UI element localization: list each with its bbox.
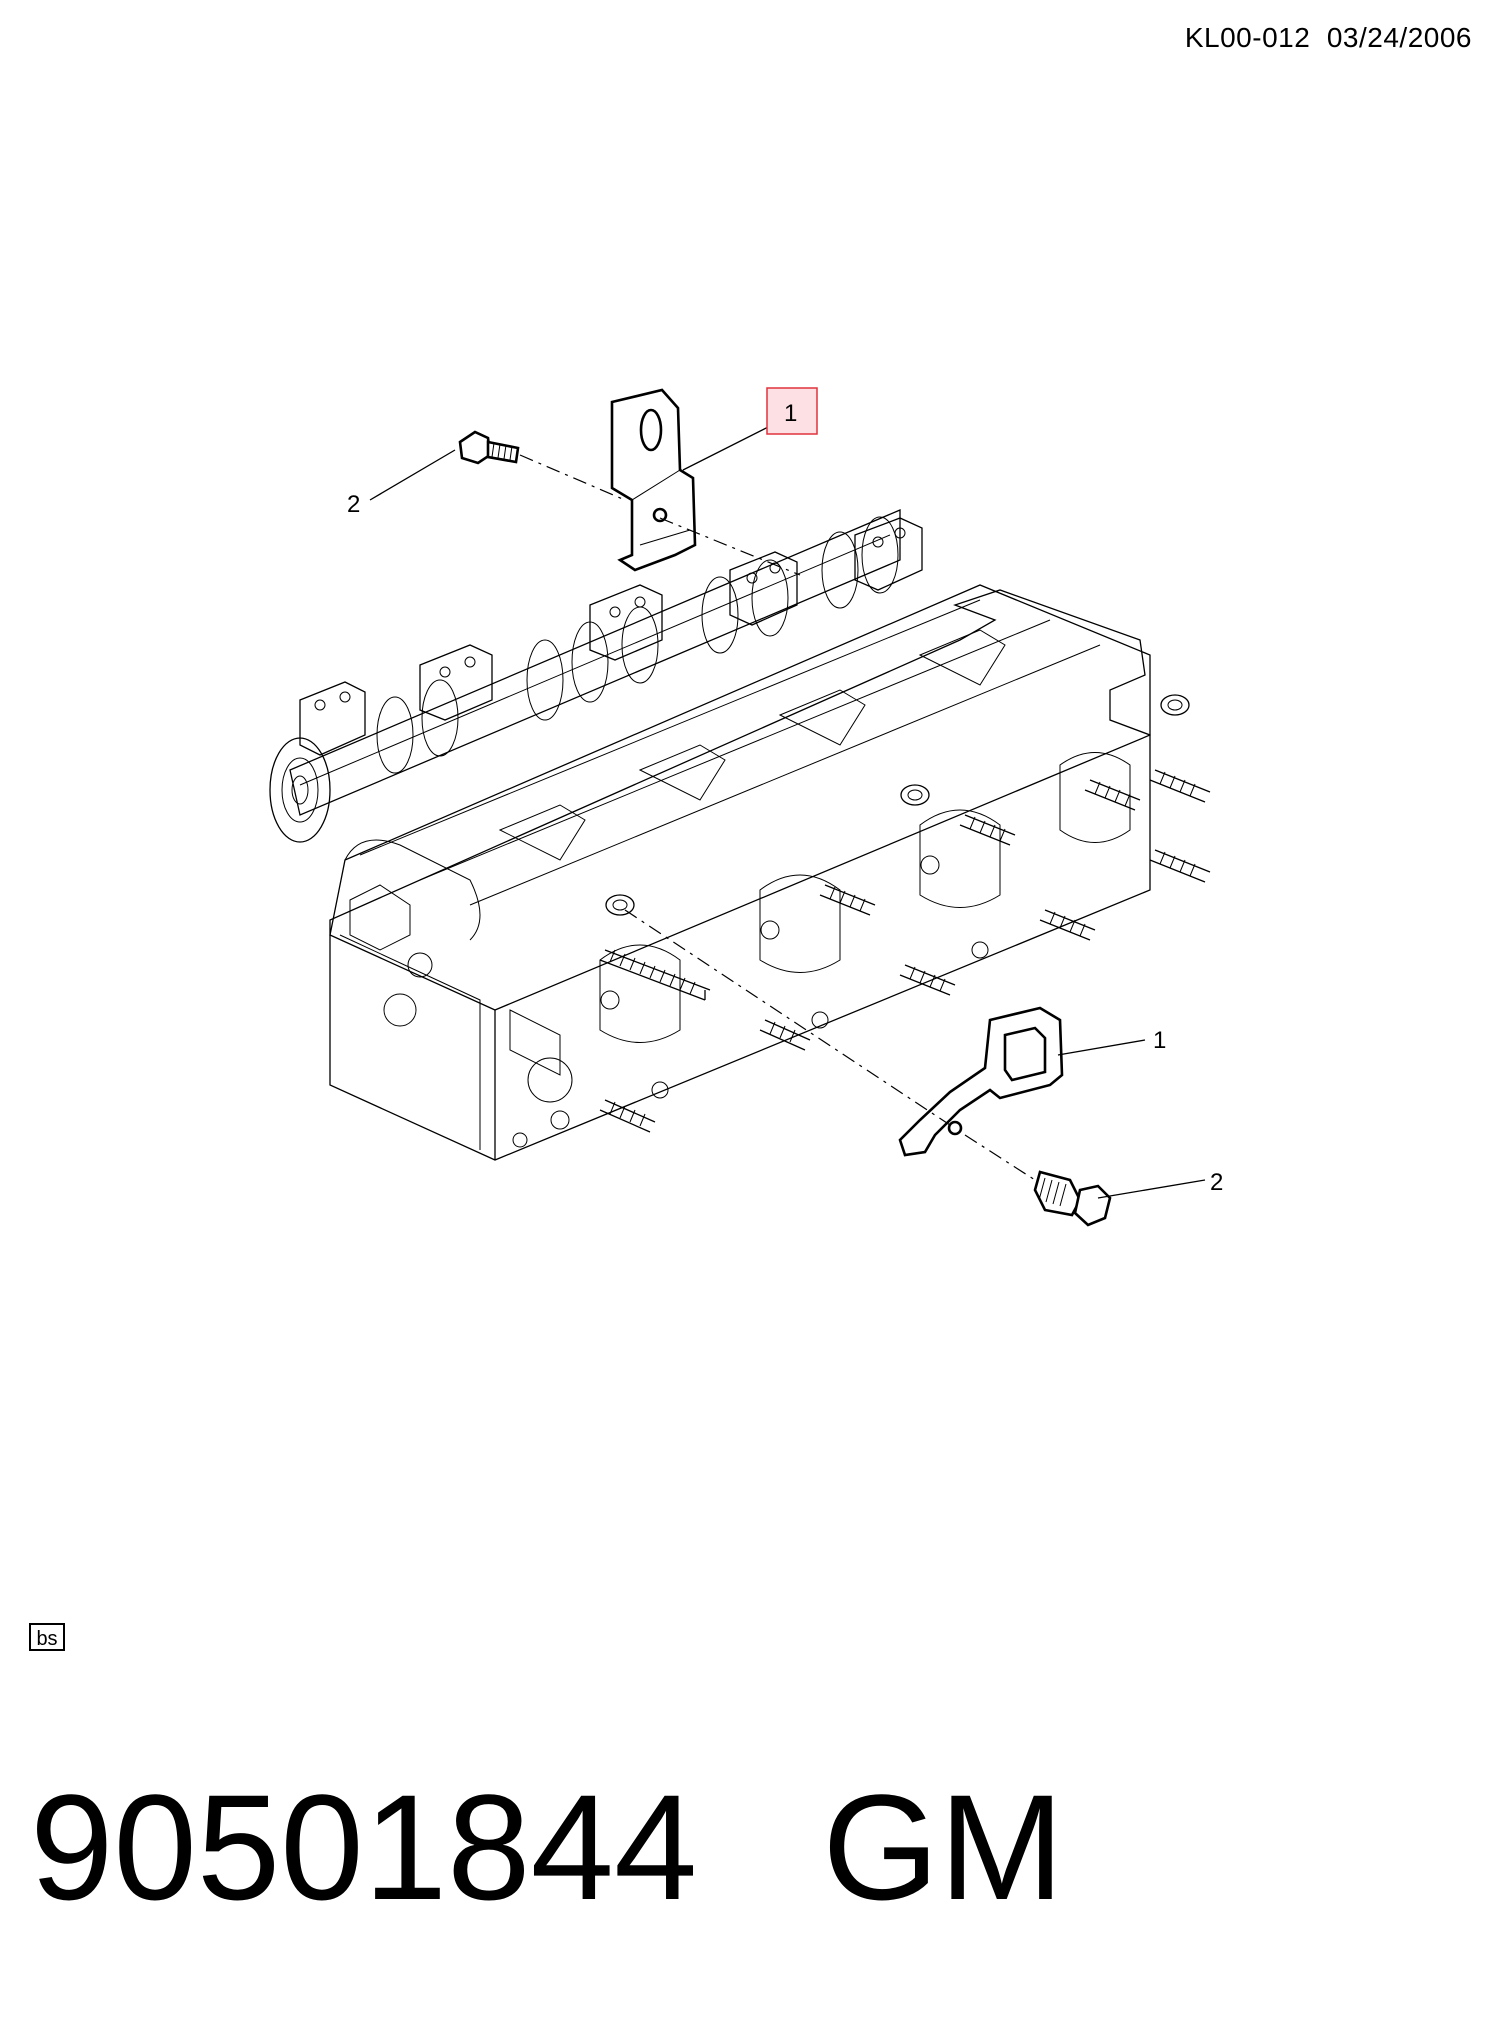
bs-badge: bs (29, 1623, 65, 1651)
callout-highlight-box (766, 387, 818, 435)
cylinder-head (269, 509, 1211, 1161)
exploded-parts-diagram: 1 2 1 2 (269, 387, 1223, 1227)
lower-bolt (1033, 1170, 1112, 1227)
callout-1-top[interactable]: 1 (766, 387, 818, 435)
lower-assembly-line (624, 909, 1036, 1181)
upper-assembly-line (519, 454, 801, 576)
callout-label: 2 (347, 491, 360, 518)
upper-bolt (458, 430, 520, 465)
callout-2-bottom[interactable]: 2 (1210, 1169, 1223, 1196)
callout-label: 1 (784, 400, 797, 427)
callout-1-bottom[interactable]: 1 (1153, 1027, 1166, 1054)
callout-2-top[interactable]: 2 (347, 491, 360, 518)
upper-bracket (610, 388, 697, 572)
document-code: KL00-012 03/24/2006 (1184, 22, 1472, 53)
lower-bracket (898, 1006, 1064, 1157)
callout-label: 2 (1210, 1169, 1223, 1196)
part-number: 90501844 GM (30, 1763, 1065, 1931)
callout-label: 1 (1153, 1027, 1166, 1054)
